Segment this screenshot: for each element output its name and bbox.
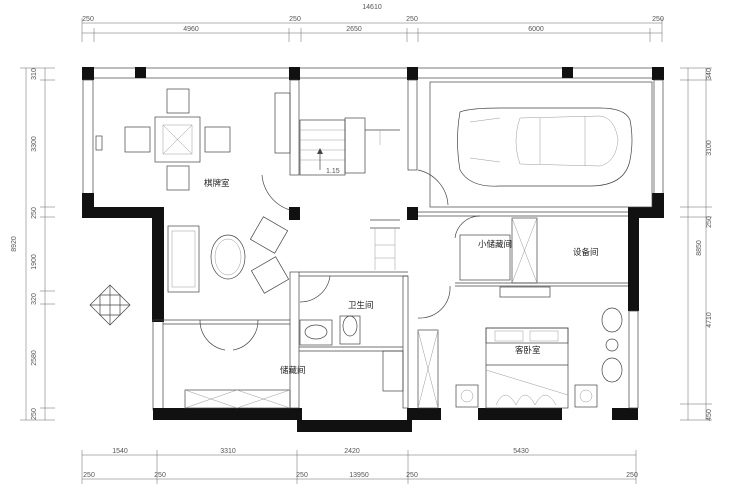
right-dim-5: 450 [706,409,713,421]
storage-shelves [184,329,439,409]
chess-table-set [95,88,231,191]
bed [455,307,623,409]
top-dim-4: 2650 [346,26,362,33]
dimension-texts: 14610 250 4960 250 2650 250 6000 250 154… [11,4,713,479]
left-dim-7: 250 [31,408,38,420]
bottom-dim-3: 2420 [344,448,360,455]
bottom-total-dim: 13950 [349,472,369,479]
top-dim-1: 250 [82,16,94,23]
stair-level-label: 1.15 [326,168,340,175]
bottom-low-5: 250 [626,472,638,479]
room-label-small-storage: 小储藏间 [478,239,512,250]
top-dim-5: 250 [406,16,418,23]
bottom-dim-1: 1540 [112,448,128,455]
room-label-chess: 棋牌室 [204,178,230,189]
top-dim-6: 6000 [528,26,544,33]
top-dim-3: 250 [289,16,301,23]
bottom-low-2: 250 [154,472,166,479]
right-dim-3: 250 [706,216,713,228]
room-label-guest-bedroom: 客卧室 [515,345,541,356]
sofa-set [167,92,291,294]
dimension-lines [20,18,712,484]
room-labels: 棋牌室 小储藏间 设备间 卫生间 储藏间 客卧室 [204,178,599,376]
bottom-dim-4: 5430 [513,448,529,455]
left-dim-1: 310 [31,68,38,80]
room-label-storage: 储藏间 [280,365,306,376]
bottom-low-1: 250 [83,472,95,479]
bathroom-fixtures [299,315,361,346]
top-dim-7: 250 [652,16,664,23]
car-symbol [429,81,653,208]
doors [199,169,481,351]
left-dim-6: 2580 [31,350,38,366]
bottom-dim-2: 3310 [220,448,236,455]
left-total-dim: 8920 [11,236,18,252]
stairs: 1.15 [299,117,400,270]
right-dim-1: 340 [706,68,713,80]
left-dim-5: 320 [31,293,38,305]
left-dim-3: 250 [31,207,38,219]
right-total-dim: 8850 [696,240,703,256]
compass-symbol [89,284,131,326]
top-total-dim: 14610 [362,4,382,11]
right-dim-4: 4710 [706,312,713,328]
small-storage-equipment [459,217,551,298]
bottom-low-3: 250 [296,472,308,479]
walls [82,67,664,432]
room-label-equipment: 设备间 [573,247,599,258]
right-dim-2: 3100 [706,140,713,156]
left-dim-2: 3300 [31,136,38,152]
left-dim-4: 1900 [31,254,38,270]
room-label-bathroom: 卫生间 [348,300,374,311]
top-dim-2: 4960 [183,26,199,33]
bottom-low-4: 250 [406,472,418,479]
